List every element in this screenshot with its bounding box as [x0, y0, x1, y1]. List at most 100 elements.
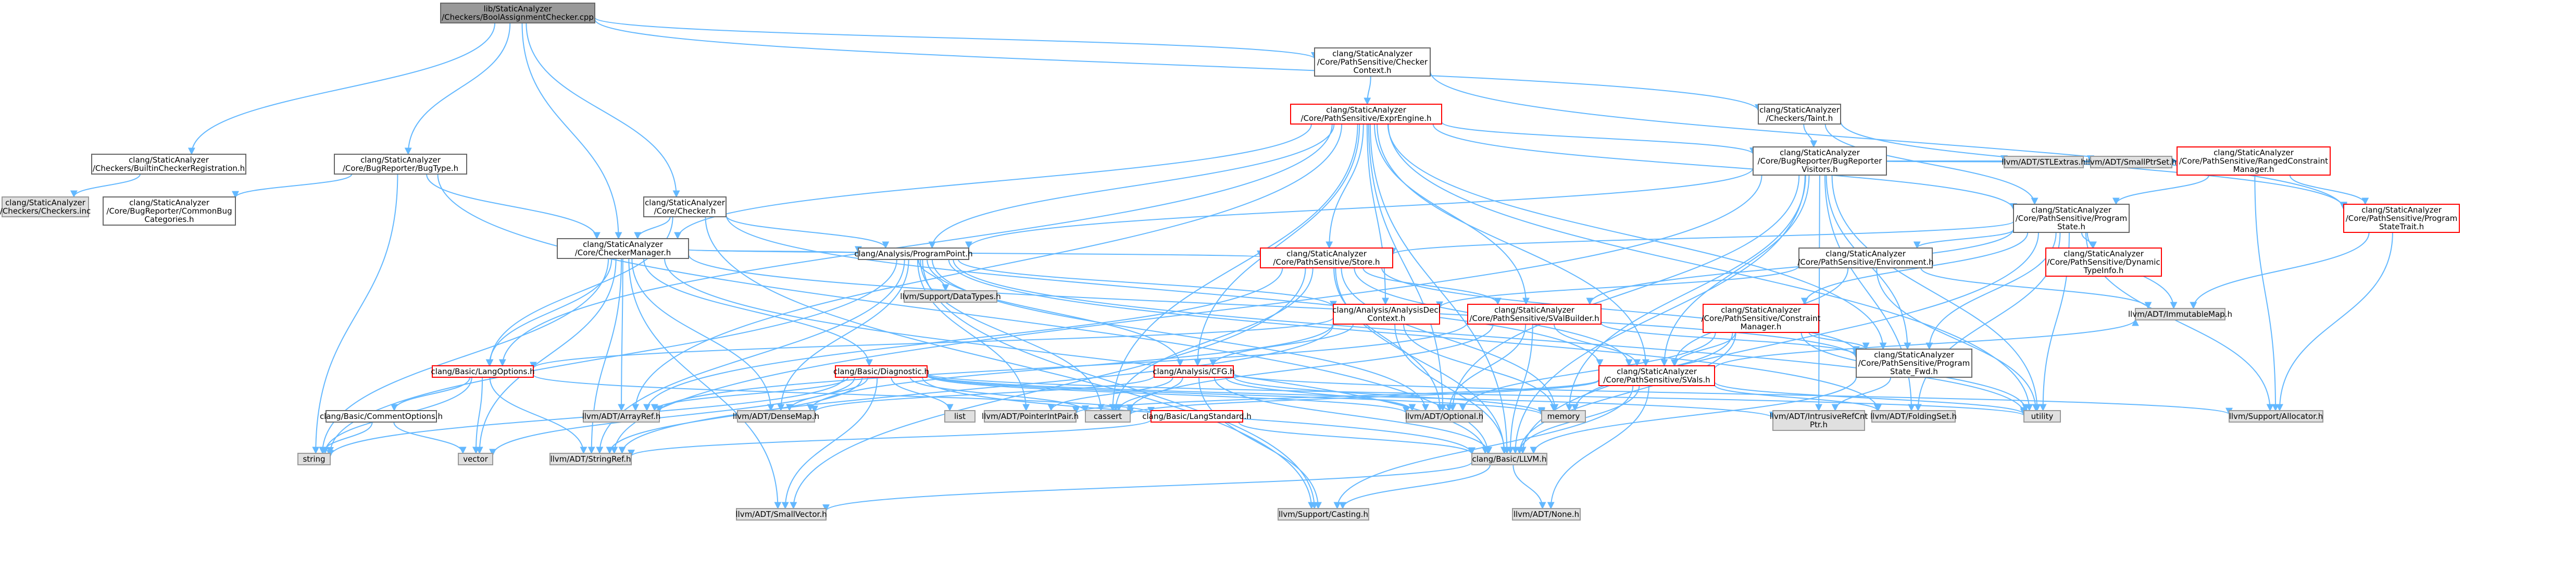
node-taint[interactable]: clang/StaticAnalyzer/Checkers/Taint.h — [1758, 104, 1841, 125]
node-cfg[interactable]: clang/Analysis/CFG.h — [1153, 365, 1235, 378]
include-edge-bugtype-to-checkermanager — [426, 174, 601, 240]
node-string[interactable]: string — [297, 453, 331, 465]
node-vector[interactable]: vector — [458, 453, 493, 465]
node-list[interactable]: list — [944, 410, 976, 423]
include-edge-statefwd-to-llvmh — [1530, 377, 1857, 454]
include-edge-diagnostic-to-optional — [927, 375, 1410, 414]
node-label-line: clang/StaticAnalyzer — [1780, 148, 1860, 157]
node-commonbug[interactable]: clang/StaticAnalyzer/Core/BugReporter/Co… — [103, 196, 236, 226]
node-svals[interactable]: clang/StaticAnalyzer/Core/PathSensitive/… — [1598, 365, 1715, 386]
include-edge-programstate-to-foldingset — [1914, 232, 2061, 412]
node-label-line: list — [954, 412, 966, 421]
node-diagnostic[interactable]: clang/Basic/Diagnostic.h — [833, 365, 929, 378]
include-edge-analysisdecl-to-cfg — [1209, 324, 1354, 367]
include-edge-checkercontext-to-exprengine — [1364, 76, 1371, 105]
node-langoptions[interactable]: clang/Basic/LangOptions.h — [431, 365, 535, 378]
include-edge-exprengine-to-checkermanager — [674, 123, 1312, 240]
node-svalbuilder[interactable]: clang/StaticAnalyzer/Core/PathSensitive/… — [1467, 304, 1602, 325]
include-edge-langoptions-to-commentoptions — [390, 377, 471, 412]
node-constraintmgr[interactable]: clang/StaticAnalyzer/Core/PathSensitive/… — [1702, 304, 1821, 333]
node-label-line: llvm/ADT/StringRef.h — [550, 454, 631, 464]
node-checker[interactable]: clang/StaticAnalyzer/Core/Checker.h — [643, 196, 727, 217]
node-label-line: utility — [2031, 412, 2054, 421]
node-box — [643, 196, 727, 217]
include-edge-svals-to-casting — [1333, 385, 1634, 510]
node-smallptrset[interactable]: llvm/ADT/SmallPtrSet.h — [2086, 156, 2177, 168]
node-foldingset[interactable]: llvm/ADT/FoldingSet.h — [1870, 410, 1957, 423]
node-label-line: clang/StaticAnalyzer — [129, 155, 209, 165]
node-label-line: clang/StaticAnalyzer — [2214, 148, 2294, 157]
node-statefwd[interactable]: clang/StaticAnalyzer/Core/PathSensitive/… — [1856, 349, 1972, 378]
node-box — [1467, 304, 1602, 325]
node-allocator[interactable]: llvm/Support/Allocator.h — [2229, 410, 2323, 423]
include-edge-cfg-to-llvmh — [1214, 377, 1493, 454]
node-casting[interactable]: llvm/Support/Casting.h — [1278, 508, 1369, 521]
node-label-line: clang/Basic/LangStandard.h — [1142, 412, 1252, 421]
node-label-line: llvm/ADT/PointerIntPair.h — [982, 412, 1079, 421]
node-label-line: clang/StaticAnalyzer — [129, 198, 210, 207]
node-checkercontext[interactable]: clang/StaticAnalyzer/Core/PathSensitive/… — [1314, 47, 1431, 77]
node-optional[interactable]: llvm/ADT/Optional.h — [1405, 410, 1484, 423]
node-bugvisitors[interactable]: clang/StaticAnalyzer/Core/BugReporter/Bu… — [1753, 146, 1887, 176]
node-builtinreg[interactable]: clang/StaticAnalyzer/Checkers/BuiltinChe… — [91, 154, 246, 175]
node-label-line: /Core/PathSensitive/SVals.h — [1603, 375, 1710, 385]
node-label-line: /Core/PathSensitive/Checker — [1317, 57, 1428, 67]
node-label-line: llvm/ADT/SmallVector.h — [735, 510, 827, 519]
node-box — [1290, 104, 1442, 125]
node-stringref[interactable]: llvm/ADT/StringRef.h — [549, 453, 632, 465]
node-programstate[interactable]: clang/StaticAnalyzer/Core/PathSensitive/… — [2013, 204, 2130, 233]
node-utility[interactable]: utility — [2023, 410, 2061, 423]
include-edge-rangedconstraint-to-programstatetrait — [2289, 175, 2369, 205]
include-edge-exprengine-to-bugvisitors — [1441, 121, 1757, 155]
node-label-line: clang/Basic/LangOptions.h — [431, 367, 534, 376]
node-box — [1278, 508, 1369, 521]
node-label-line: llvm/ADT/FoldingSet.h — [1870, 412, 1957, 421]
node-box — [432, 365, 534, 378]
include-edge-analysisdecl-to-langoptions — [530, 317, 1334, 369]
node-label-line: /Core/PathSensitive/Environment.h — [1797, 257, 1933, 267]
node-label-line: /Core/PathSensitive/Constraint — [1702, 314, 1821, 323]
node-smallvector[interactable]: llvm/ADT/SmallVector.h — [735, 508, 827, 521]
node-langstandard[interactable]: clang/Basic/LangStandard.h — [1142, 410, 1252, 423]
node-store[interactable]: clang/StaticAnalyzer/Core/PathSensitive/… — [1260, 248, 1393, 268]
node-dynamictypeinfo[interactable]: clang/StaticAnalyzer/Core/PathSensitive/… — [2045, 248, 2162, 277]
node-label-line: clang/StaticAnalyzer — [1721, 305, 1802, 315]
node-cassert[interactable]: cassert — [1085, 410, 1131, 423]
node-box — [984, 410, 1077, 423]
node-rangedconstraint[interactable]: clang/StaticAnalyzer/Core/PathSensitive/… — [2177, 146, 2331, 176]
node-label-line: StateTrait.h — [2379, 222, 2424, 231]
node-label-line: State_Fwd.h — [1890, 367, 1938, 377]
node-immutablemap[interactable]: llvm/ADT/ImmutableMap.h — [2128, 308, 2232, 320]
node-exprengine[interactable]: clang/StaticAnalyzer/Core/PathSensitive/… — [1290, 104, 1442, 125]
include-edge-exprengine-to-langoptions — [498, 123, 1333, 367]
node-label-line: clang/Basic/Diagnostic.h — [833, 367, 929, 376]
include-edge-environment-to-utility — [1876, 267, 2040, 412]
node-commentoptions[interactable]: clang/Basic/CommentOptions.h — [320, 410, 443, 423]
node-llvmh[interactable]: clang/Basic/LLVM.h — [1471, 453, 1547, 465]
include-edge-store-to-svalbuilder — [1362, 267, 1502, 305]
node-datatypes[interactable]: llvm/Support/DataTypes.h — [900, 290, 1001, 303]
node-box — [2090, 156, 2172, 168]
node-environment[interactable]: clang/StaticAnalyzer/Core/PathSensitive/… — [1797, 248, 1934, 268]
node-pointerintpair[interactable]: llvm/ADT/PointerIntPair.h — [982, 410, 1079, 423]
node-programpoint[interactable]: clang/Analysis/ProgramPoint.h — [854, 248, 973, 260]
node-densemap[interactable]: llvm/ADT/DenseMap.h — [733, 410, 819, 423]
node-label-line: clang/StaticAnalyzer — [2064, 249, 2144, 258]
node-memory[interactable]: memory — [1541, 410, 1586, 423]
node-box — [1871, 410, 1956, 423]
node-bugtype[interactable]: clang/StaticAnalyzer/Core/BugReporter/Bu… — [334, 154, 467, 175]
include-edge-langoptions-to-stringref — [489, 377, 587, 454]
include-edge-programstatetrait-to-immutablemap — [2190, 232, 2370, 310]
include-edge-programstate-to-statefwd — [1925, 232, 2057, 350]
node-none[interactable]: llvm/ADT/None.h — [1512, 508, 1581, 521]
include-edge-taint-to-programstate — [1824, 123, 2039, 205]
node-checkermanager[interactable]: clang/StaticAnalyzer/Core/CheckerManager… — [557, 238, 689, 259]
node-checkersinc[interactable]: clang/StaticAnalyzer/Checkers/Checkers.i… — [0, 196, 91, 217]
node-stlextras[interactable]: llvm/ADT/STLExtras.h — [2002, 156, 2086, 168]
node-programstatetrait[interactable]: clang/StaticAnalyzer/Core/PathSensitive/… — [2343, 204, 2460, 233]
node-arrayref[interactable]: llvm/ADT/ArrayRef.h — [582, 410, 661, 423]
node-label-line: clang/StaticAnalyzer — [1326, 105, 1407, 115]
